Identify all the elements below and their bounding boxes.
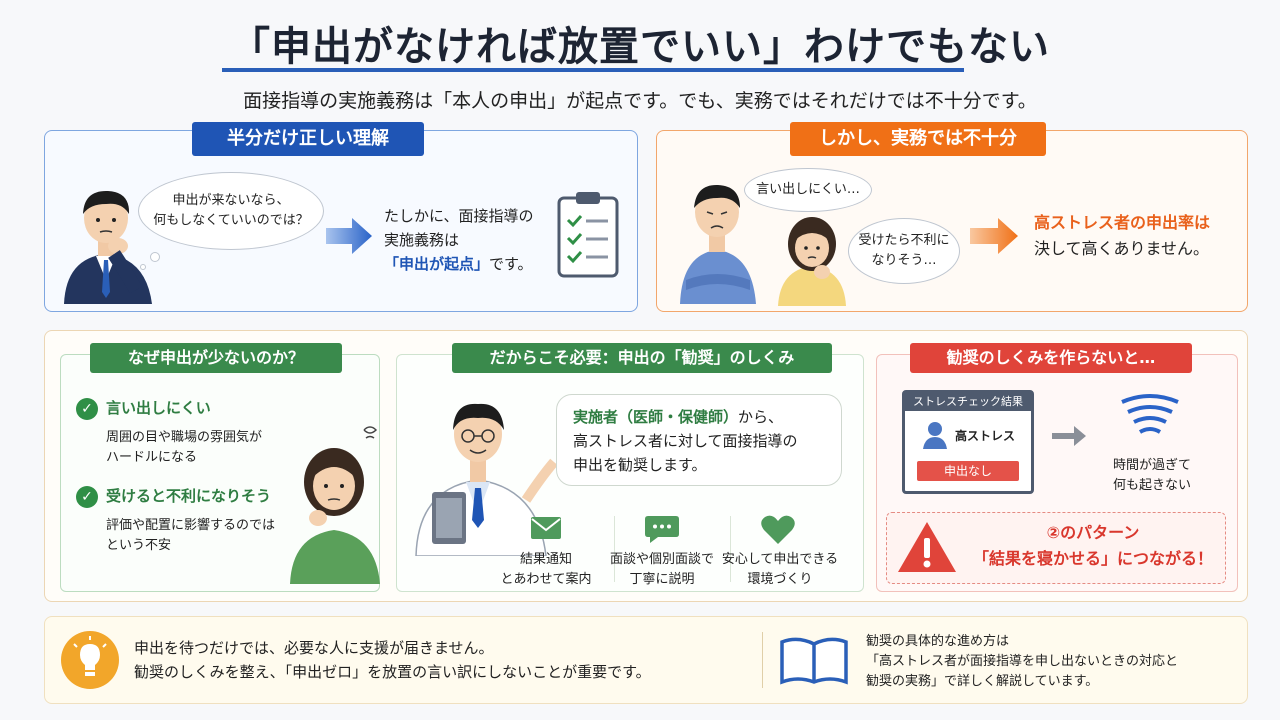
feature-2-line-2: 丁寧に説明 xyxy=(629,572,695,587)
reason-2-title: 受けると不利になりそう xyxy=(106,487,272,505)
half-correct-text-line-1: たしかに、面接指導の xyxy=(384,207,534,225)
why-few-tag: なぜ申出が少ないのか？ xyxy=(90,343,342,373)
heart-icon xyxy=(761,515,795,544)
nothing-happens-line-1: 時間が過ぎて xyxy=(1112,458,1191,473)
implementer-highlight: 実施者（医師・保健師） xyxy=(573,408,739,426)
check-icon: ✓ xyxy=(76,398,98,420)
start-point-highlight: 「申出が起点」 xyxy=(384,255,490,273)
no-request-badge: 申出なし xyxy=(917,461,1019,481)
feature-1-line-1: 結果通知 xyxy=(519,552,572,567)
result-card-header: ストレスチェック結果 xyxy=(905,393,1031,411)
reference-line-2: 「高ストレス者が面接指導を申し出ないときの対応と xyxy=(866,654,1179,669)
book-icon xyxy=(780,637,848,685)
half-correct-text-tail: です。 xyxy=(489,255,533,273)
feature-3-line-1: 安心して申出できる xyxy=(721,552,839,567)
high-stress-label: 高ストレス xyxy=(955,429,1016,443)
hard-to-say-bubble: 言い出しにくい… xyxy=(744,168,872,212)
reference-line-3: 勧奨の実務」で詳しく解説しています。 xyxy=(866,674,1099,689)
person-icon xyxy=(923,422,947,449)
feature-divider xyxy=(614,516,615,582)
chat-icon xyxy=(645,516,679,543)
disadvantage-line-1: 受けたら不利に xyxy=(858,233,950,248)
mail-icon xyxy=(531,517,561,539)
warning-text: ②のパターン 「結果を寝かせる」につながる！ xyxy=(968,520,1218,572)
nothing-happens-line-2: 何も起きない xyxy=(1112,478,1191,493)
mechanism-tag: だからこそ必要：申出の「勧奨」のしくみ xyxy=(452,343,832,373)
title-underline xyxy=(222,68,964,72)
feature-1-text: 結果通知 とあわせて案内 xyxy=(486,550,606,590)
question-line-2: 何もしなくていいのでは？ xyxy=(153,213,309,228)
page-title: 「申出がなければ放置でいい」わけでもない xyxy=(230,24,1050,70)
not-enough-panel xyxy=(656,130,1248,312)
warning-icon xyxy=(898,522,956,572)
consequence-tag: 勧奨のしくみを作らないと… xyxy=(910,343,1192,373)
reason-2-line-2: という不安 xyxy=(106,538,172,553)
feature-1-line-2: とあわせて案内 xyxy=(500,572,592,587)
reason-2-line-1: 評価や配置に影響するのでは xyxy=(106,518,276,533)
not-enough-tag: しかし、実務では不十分 xyxy=(790,122,1046,156)
reason-2-desc: 評価や配置に影響するのでは という不安 xyxy=(106,516,275,556)
reason-1-line-1: 周囲の目や職場の雰囲気が xyxy=(106,430,263,445)
feature-3-text: 安心して申出できる 環境づくり xyxy=(716,550,844,590)
low-rate-text: 高ストレス者の申出率は 決して高くありません。 xyxy=(1034,210,1234,262)
low-rate-line-2: 決して高くありません。 xyxy=(1034,239,1210,258)
disadvantage-line-2: なりそう… xyxy=(871,253,937,268)
disadvantage-bubble: 受けたら不利に なりそう… xyxy=(848,218,960,284)
worried-woman-illustration xyxy=(778,217,846,306)
nothing-happens-text: 時間が過ぎて 何も起きない xyxy=(1094,456,1210,496)
summary-divider xyxy=(762,632,763,688)
hard-to-say-text: 言い出しにくい… xyxy=(756,182,860,197)
businessman-illustration xyxy=(64,190,152,304)
half-correct-text-line-2: 実施義務は xyxy=(384,231,460,249)
reason-1-line-2: ハードルになる xyxy=(106,450,198,465)
summary-panel xyxy=(44,616,1248,704)
stress-check-result-card: ストレスチェック結果 高ストレス 申出なし xyxy=(902,390,1034,494)
bubble-dot xyxy=(140,264,146,270)
summary-line-2: 勧奨のしくみを整え、「申出ゼロ」を放置の言い訳にしないことが重要です。 xyxy=(134,663,651,681)
summary-line-1: 申出を待つだけでは、必要な人に支援が届きません。 xyxy=(134,639,494,657)
question-line-1: 申出が来ないなら、 xyxy=(172,193,290,208)
feature-divider xyxy=(730,516,731,582)
recommendation-line-1-tail: から、 xyxy=(738,408,784,426)
arrow-right-icon xyxy=(1052,426,1086,446)
thinking-woman-illustration xyxy=(290,426,380,584)
reference-line-1: 勧奨の具体的な進め方は xyxy=(866,634,1010,649)
doctor-illustration xyxy=(415,403,558,556)
check-icon: ✓ xyxy=(76,486,98,508)
wind-icon xyxy=(1121,394,1179,434)
pattern-label: ②のパターン xyxy=(1046,523,1140,542)
summary-text: 申出を待つだけでは、必要な人に支援が届きません。 勧奨のしくみを整え、「申出ゼロ… xyxy=(134,636,734,684)
feature-2-text: 面談や個別面談で 丁寧に説明 xyxy=(602,550,722,590)
question-bubble: 申出が来ないなら、 何もしなくていいのでは？ xyxy=(138,172,324,250)
recommendation-bubble: 実施者（医師・保健師）から、 高ストレス者に対して面接指導の 申出を勧奨します。 xyxy=(556,394,842,486)
recommendation-line-2: 高ストレス者に対して面接指導の xyxy=(573,432,798,450)
reason-1-desc: 周囲の目や職場の雰囲気が ハードルになる xyxy=(106,428,262,468)
feature-3-line-2: 環境づくり xyxy=(747,572,813,587)
feature-2-line-1: 面談や個別面談で xyxy=(609,552,714,567)
bubble-dot xyxy=(150,252,160,262)
arrow-right-icon xyxy=(326,218,372,254)
page-subtitle: 面接指導の実施義務は「本人の申出」が起点です。でも、実務ではそれだけでは不十分で… xyxy=(243,90,1037,112)
worried-man-illustration xyxy=(680,184,756,304)
leads-to-label: 「結果を寝かせる」につながる！ xyxy=(972,549,1213,568)
recommendation-line-3: 申出を勧奨します。 xyxy=(573,456,707,474)
reason-1-title: 言い出しにくい xyxy=(106,399,211,417)
clipboard-icon xyxy=(557,192,619,278)
half-correct-text: たしかに、面接指導の 実施義務は 「申出が起点」です。 xyxy=(384,204,554,276)
reference-text: 勧奨の具体的な進め方は 「高ストレス者が面接指導を申し出ないときの対応と 勧奨の… xyxy=(866,632,1238,692)
arrow-right-icon xyxy=(970,218,1018,254)
lightbulb-icon xyxy=(61,631,119,689)
low-rate-highlight: 高ストレス者の申出率は xyxy=(1034,213,1211,232)
half-correct-tag: 半分だけ正しい理解 xyxy=(192,122,424,156)
